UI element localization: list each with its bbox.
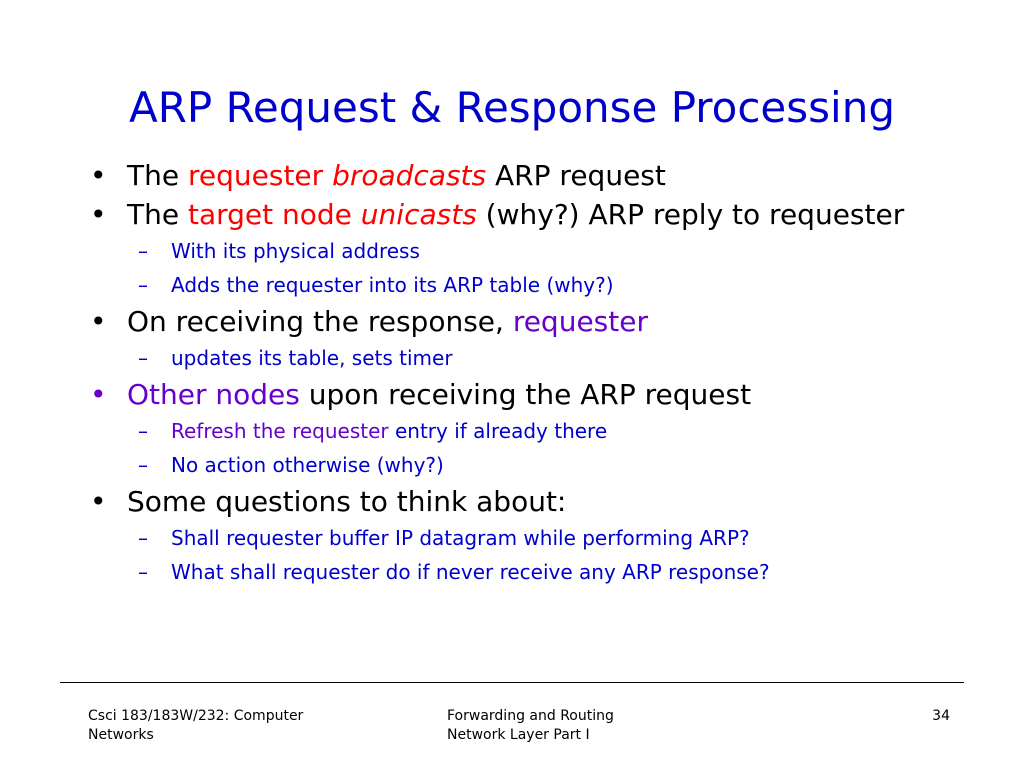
bullet-marker: • <box>90 159 107 192</box>
footer-divider <box>60 682 964 683</box>
bullet-item: • The target node unicasts (why?) ARP re… <box>90 197 970 232</box>
sub-bullet-item: – Refresh the requester entry if already… <box>90 416 970 446</box>
sub-bullet-marker: – <box>138 526 148 550</box>
bullet-highlight: Other nodes <box>127 378 300 411</box>
footer-course-line1: Csci 183/183W/232: Computer <box>88 708 304 724</box>
bullet-item: • Some questions to think about: <box>90 484 970 519</box>
sub-bullet-marker: – <box>138 273 148 297</box>
bullet-marker: • <box>90 378 107 411</box>
sub-bullet-marker: – <box>138 560 148 584</box>
sub-bullet-marker: – <box>138 453 148 477</box>
bullet-highlight: requester <box>512 305 648 338</box>
bullet-text: (why?) ARP reply to requester <box>476 198 905 231</box>
sub-bullet-marker: – <box>138 346 148 370</box>
sub-bullet-item: – With its physical address <box>90 236 970 266</box>
sub-bullet-text: Shall requester buffer IP datagram while… <box>171 526 750 550</box>
bullet-highlight: target node <box>187 198 361 231</box>
slide-title: ARP Request & Response Processing <box>129 83 895 132</box>
sub-bullet-text: No action otherwise (why?) <box>171 453 444 477</box>
sub-bullet-item: – updates its table, sets timer <box>90 343 970 373</box>
sub-bullet-text: updates its table, sets timer <box>171 346 453 370</box>
sub-bullet-item: – Shall requester buffer IP datagram whi… <box>90 523 970 553</box>
footer-course: Csci 183/183W/232: Computer Networks <box>88 707 388 745</box>
bullet-item: • The requester broadcasts ARP request <box>90 158 970 193</box>
footer-topic-line2: Network Layer Part I <box>447 727 590 743</box>
footer-topic: Forwarding and Routing Network Layer Par… <box>447 707 747 745</box>
bullet-text: The <box>127 159 188 192</box>
bullet-marker: • <box>90 198 107 231</box>
sub-bullet-highlight: Refresh the requester <box>171 419 389 443</box>
slide-body: • The requester broadcasts ARP request •… <box>90 158 970 591</box>
bullet-highlight: broadcasts <box>332 159 487 192</box>
bullet-text: upon receiving the ARP request <box>299 378 752 411</box>
sub-bullet-text: With its physical address <box>171 239 420 263</box>
sub-bullet-text: What shall requester do if never receive… <box>171 560 770 584</box>
bullet-text: The <box>127 198 188 231</box>
bullet-highlight: unicasts <box>360 198 477 231</box>
sub-bullet-marker: – <box>138 419 148 443</box>
sub-bullet-marker: – <box>138 239 148 263</box>
bullet-text: Some questions to think about: <box>127 485 567 518</box>
bullet-text: ARP request <box>486 159 666 192</box>
bullet-item: • On receiving the response, requester <box>90 304 970 339</box>
footer-topic-line1: Forwarding and Routing <box>447 708 614 724</box>
bullet-item: • Other nodes upon receiving the ARP req… <box>90 377 970 412</box>
sub-bullet-text: entry if already there <box>388 419 608 443</box>
bullet-text: On receiving the response, <box>127 305 513 338</box>
bullet-highlight: requester <box>187 159 333 192</box>
bullet-marker: • <box>90 305 107 338</box>
page-number: 34 <box>932 708 950 724</box>
sub-bullet-item: – No action otherwise (why?) <box>90 450 970 480</box>
bullet-marker: • <box>90 485 107 518</box>
sub-bullet-item: – Adds the requester into its ARP table … <box>90 270 970 300</box>
sub-bullet-item: – What shall requester do if never recei… <box>90 557 970 587</box>
sub-bullet-text: Adds the requester into its ARP table (w… <box>171 273 614 297</box>
footer-course-line2: Networks <box>88 727 154 743</box>
